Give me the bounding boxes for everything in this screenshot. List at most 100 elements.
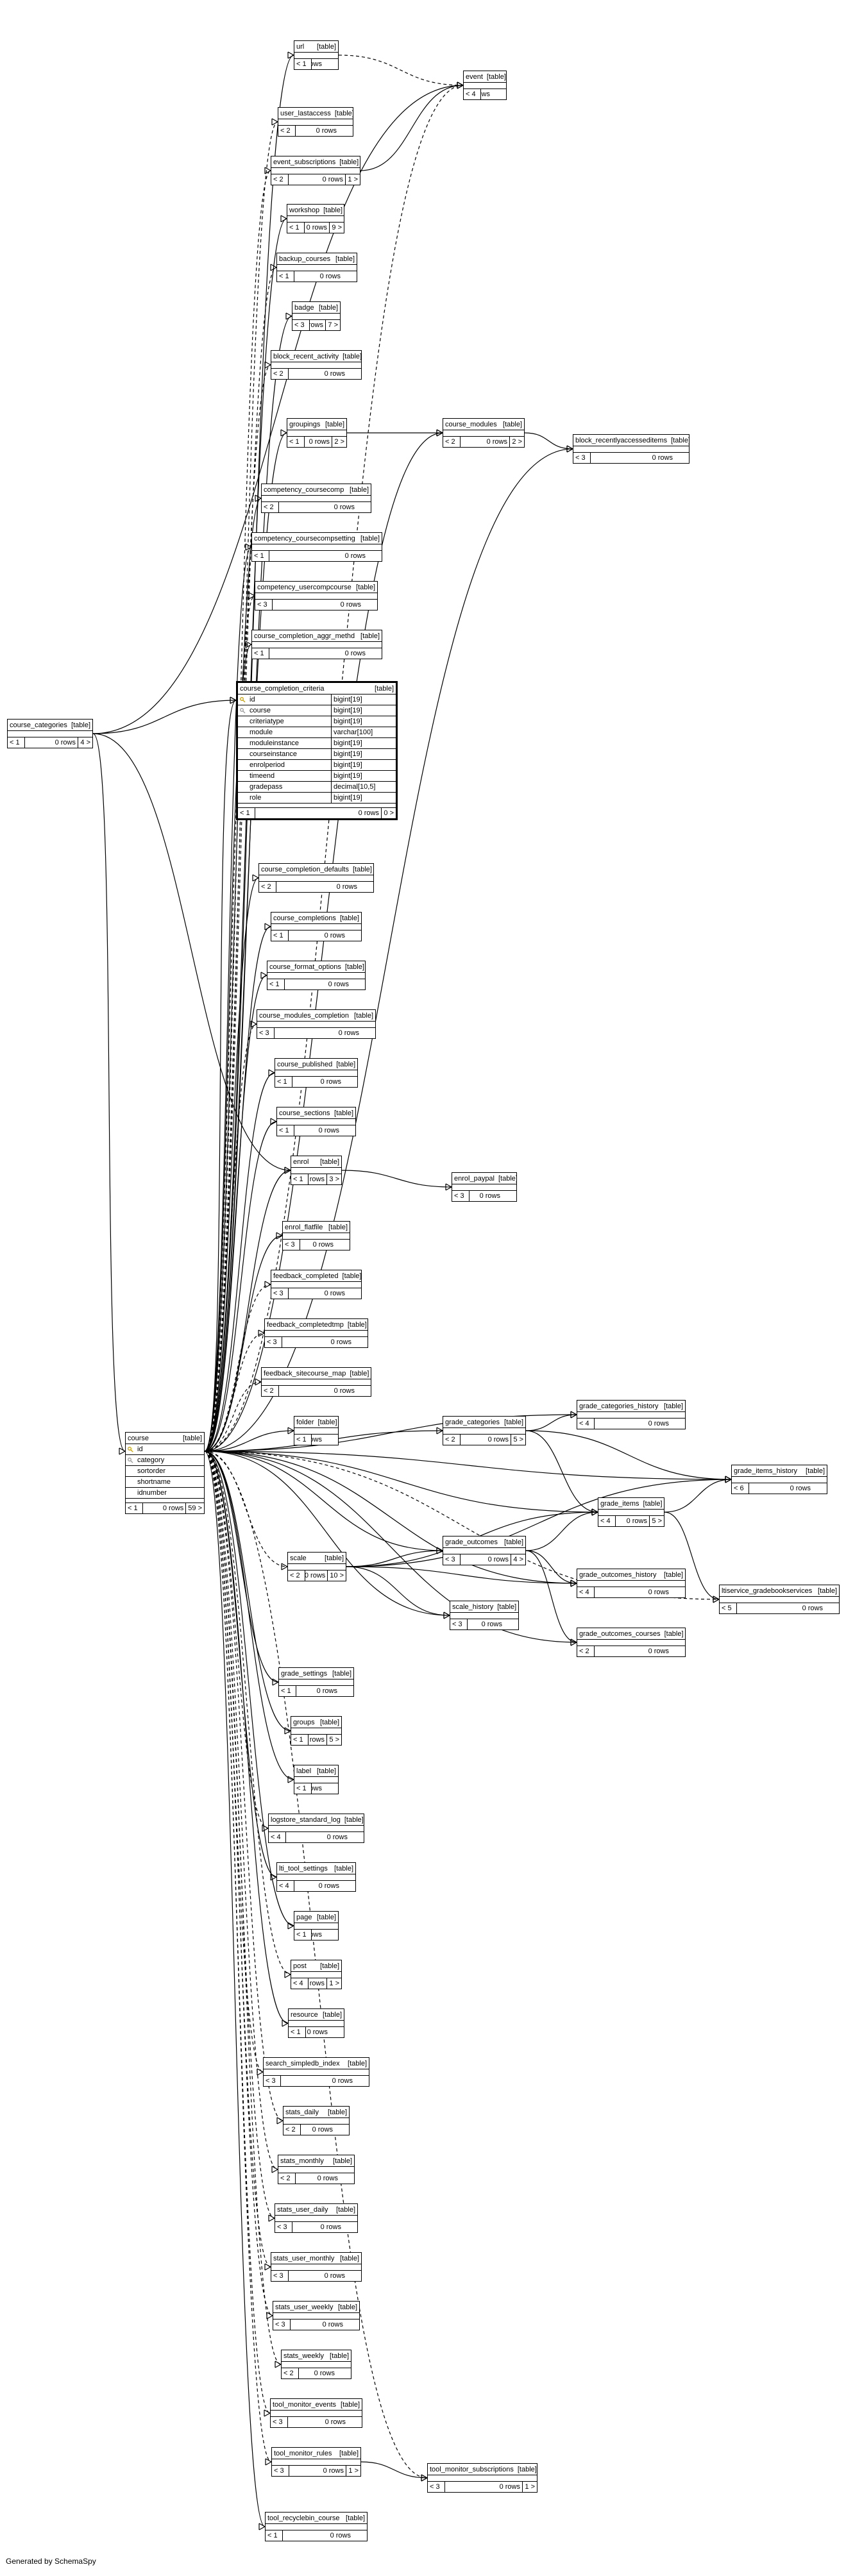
table-url[interactable]: url[table]< 10 rows	[294, 40, 339, 70]
column-type: bigint[19]	[334, 794, 362, 802]
parents-count: < 2	[443, 437, 461, 447]
row-count: 0 rows	[324, 2272, 345, 2280]
table-body	[577, 1581, 685, 1587]
table-page[interactable]: page[table]< 10 rows	[294, 1911, 339, 1940]
parents-count: < 4	[577, 1587, 595, 1597]
table-header: label[table]	[294, 1765, 338, 1777]
table-header: grade_outcomes_history[table]	[577, 1569, 685, 1581]
relationship-course-feedback_completedtmp	[204, 1333, 265, 1452]
table-event[interactable]: event[table]< 40 rows	[463, 71, 507, 100]
table-name: post	[293, 1962, 307, 1970]
table-body	[294, 53, 338, 58]
table-name: feedback_completed	[273, 1272, 339, 1280]
parents-count: < 1	[238, 808, 255, 818]
table-body	[271, 2411, 362, 2416]
table-header: scale_history[table]	[450, 1601, 518, 1613]
table-header: workshop[table]	[287, 205, 344, 216]
table-label[interactable]: label[table] < 10 rows	[294, 1765, 339, 1794]
relationship-grade_categories-grade_categories_history	[525, 1414, 577, 1431]
table-header: course_published[table]	[275, 1059, 357, 1070]
row-count: 0 rows	[317, 2175, 338, 2182]
table-body	[271, 2264, 361, 2270]
relationship-course-block_recent_activity	[204, 364, 271, 1452]
table-type-tag: [table]	[347, 1320, 367, 1329]
crows-foot-marker	[276, 2117, 284, 2125]
table-name: backup_courses	[279, 255, 331, 263]
column-key-cell	[126, 1488, 135, 1498]
row-count: 0 rows	[328, 981, 349, 988]
table-name: block_recent_activity	[273, 352, 339, 360]
table-folder[interactable]: folder[table]< 10 rows	[294, 1416, 339, 1445]
row-count: 0 rows	[289, 174, 346, 185]
table-footer: < 10 rows	[294, 1783, 338, 1794]
table-body	[577, 1412, 685, 1418]
table-type-tag: [table]	[320, 1962, 339, 1970]
table-name: feedback_sitecourse_map	[264, 1369, 346, 1377]
parents-count: < 1	[294, 1930, 312, 1940]
column-row: idnumber	[126, 1488, 204, 1499]
relationship-tool_monitor_rules-tool_monitor_subscriptions	[360, 2461, 428, 2479]
children-count	[813, 1483, 827, 1494]
table-type-tag: [table]	[352, 865, 372, 873]
children-count	[363, 600, 377, 610]
